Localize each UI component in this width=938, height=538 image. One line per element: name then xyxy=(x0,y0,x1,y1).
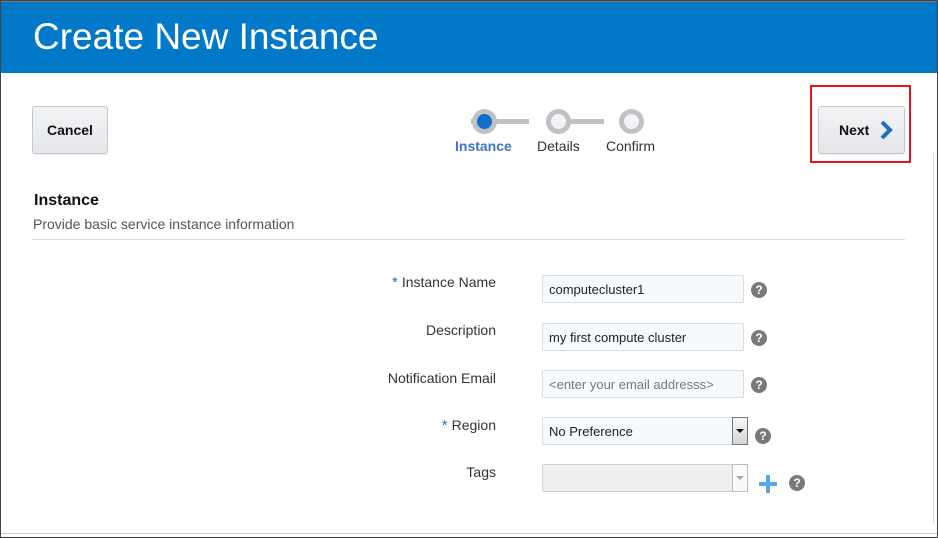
section-subtitle: Provide basic service instance informati… xyxy=(33,216,295,232)
help-icon[interactable]: ? xyxy=(751,377,767,393)
required-marker: * xyxy=(391,274,398,291)
page-header: Create New Instance xyxy=(1,1,937,73)
train-label-confirm[interactable]: Confirm xyxy=(606,138,656,154)
vertical-scrollbar[interactable] xyxy=(933,153,934,523)
next-button-label: Next xyxy=(839,122,870,138)
section-title: Instance xyxy=(34,192,99,209)
train-label-instance[interactable]: Instance xyxy=(455,138,512,154)
help-icon[interactable]: ? xyxy=(751,282,767,298)
add-tag-icon[interactable] xyxy=(759,475,777,493)
region-select-value: No Preference xyxy=(549,423,633,439)
next-button[interactable]: Next xyxy=(818,106,905,154)
required-marker: * xyxy=(441,417,448,434)
train-stop-instance[interactable] xyxy=(472,109,497,134)
bottom-border xyxy=(1,533,937,534)
description-label: Description xyxy=(425,322,496,338)
help-icon[interactable]: ? xyxy=(751,330,767,346)
page-title: Create New Instance xyxy=(33,16,379,57)
train-stop-confirm[interactable] xyxy=(619,109,644,134)
tags-select[interactable] xyxy=(542,464,748,492)
instance-name-input[interactable]: computecluster1 xyxy=(542,275,744,303)
train-connector xyxy=(471,119,529,124)
description-input[interactable]: my first compute cluster xyxy=(542,323,744,351)
help-icon[interactable]: ? xyxy=(755,428,771,444)
instance-name-label: *Instance Name xyxy=(391,274,496,291)
help-icon[interactable]: ? xyxy=(789,475,805,491)
notification-email-row: Notification Email <enter your email add… xyxy=(1,370,937,400)
chevron-right-icon xyxy=(880,121,894,139)
region-label: *Region xyxy=(441,417,496,434)
cancel-button-label: Cancel xyxy=(47,122,93,138)
dropdown-arrow-icon[interactable] xyxy=(732,417,748,445)
tags-row: Tags ? xyxy=(1,464,937,494)
dropdown-arrow-icon[interactable] xyxy=(732,464,748,492)
section-divider xyxy=(32,239,905,240)
train-stop-details[interactable] xyxy=(546,109,571,134)
tags-label: Tags xyxy=(466,464,496,480)
notification-email-input[interactable]: <enter your email addresss> xyxy=(542,370,744,398)
region-row: *Region No Preference ? xyxy=(1,417,937,447)
cancel-button[interactable]: Cancel xyxy=(32,106,108,154)
instance-name-row: *Instance Name computecluster1 ? xyxy=(1,274,937,304)
train-connector xyxy=(546,119,604,124)
description-row: Description my first compute cluster ? xyxy=(1,322,937,352)
wizard-train: Instance Details Confirm xyxy=(451,109,671,159)
train-label-details[interactable]: Details xyxy=(537,138,580,154)
region-select[interactable]: No Preference xyxy=(542,417,748,445)
notification-email-label: Notification Email xyxy=(387,370,496,386)
